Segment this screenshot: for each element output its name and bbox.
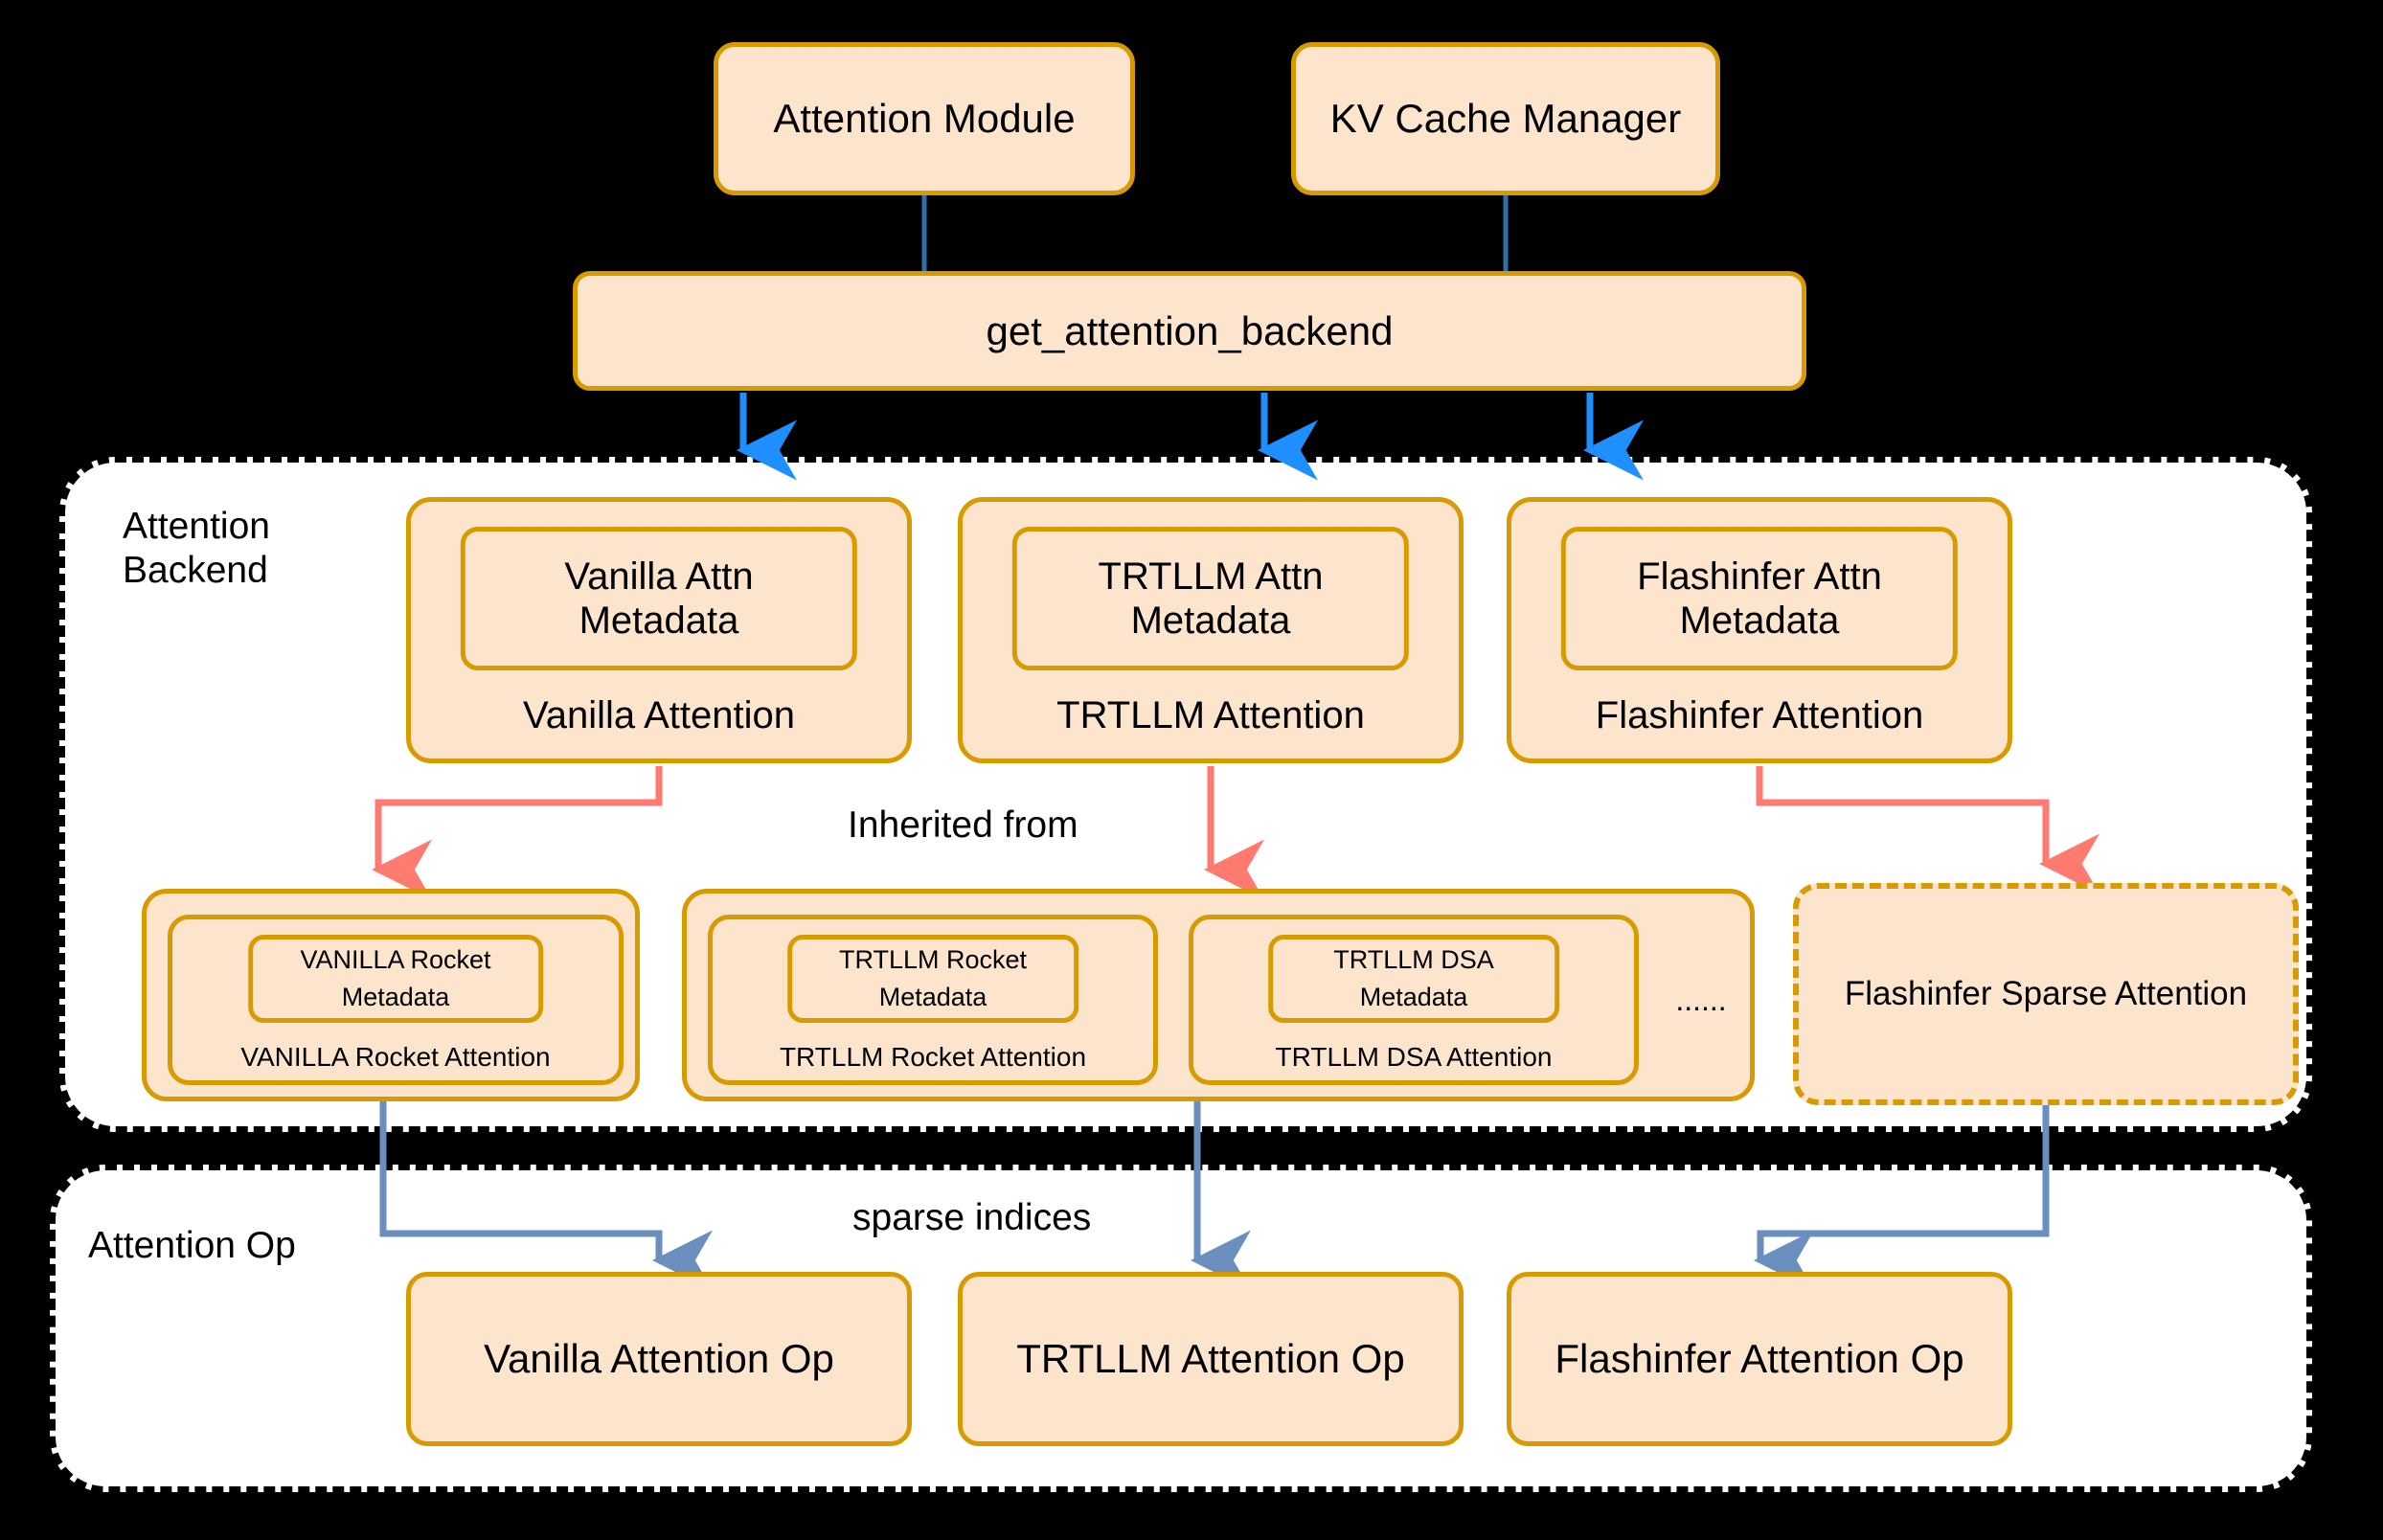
trtllm-attention-title: TRTLLM Attention <box>1056 694 1365 736</box>
get-attention-backend-box[interactable]: get_attention_backend <box>573 271 1806 391</box>
trtllm-attn-metadata-box: TRTLLM Attn Metadata <box>1011 527 1410 670</box>
flashinfer-attention-title: Flashinfer Attention <box>1595 694 1924 736</box>
trtllm-attention-card[interactable]: TRTLLM Attn Metadata TRTLLM Attention <box>958 497 1464 763</box>
vanilla-sparse-group: VANILLA Rocket Metadata VANILLA Rocket A… <box>142 889 640 1101</box>
kv-cache-manager-box[interactable]: KV Cache Manager <box>1291 42 1720 195</box>
trtllm-dsa-metadata-line2: Metadata <box>1359 983 1468 1011</box>
vanilla-rocket-metadata-line2: Metadata <box>341 983 450 1011</box>
trtllm-rocket-attention-box[interactable]: TRTLLM Rocket Metadata TRTLLM Rocket Att… <box>708 915 1158 1085</box>
sparse-ellipsis-label: ...... <box>1675 982 1727 1017</box>
flashinfer-sparse-attention-box[interactable]: Flashinfer Sparse Attention <box>1793 883 2299 1105</box>
trtllm-rocket-metadata-line2: Metadata <box>878 983 987 1011</box>
trtllm-attention-op-box[interactable]: TRTLLM Attention Op <box>958 1272 1464 1446</box>
vanilla-attn-metadata-box: Vanilla Attn Metadata <box>460 527 858 670</box>
inherited-from-label: Inherited from <box>848 804 1078 846</box>
vanilla-rocket-attention-title: VANILLA Rocket Attention <box>240 1042 551 1072</box>
vanilla-attention-card[interactable]: Vanilla Attn Metadata Vanilla Attention <box>406 497 912 763</box>
vanilla-attention-title: Vanilla Attention <box>523 694 795 736</box>
trtllm-rocket-metadata-box: TRTLLM Rocket Metadata <box>787 935 1078 1023</box>
vanilla-rocket-metadata-line1: VANILLA Rocket <box>300 944 491 974</box>
trtllm-dsa-metadata-line1: TRTLLM DSA <box>1333 944 1494 974</box>
attention-backend-label: Attention Backend <box>123 506 270 592</box>
vanilla-rocket-metadata-box: VANILLA Rocket Metadata <box>248 935 543 1023</box>
attention-module-box[interactable]: Attention Module <box>714 42 1135 195</box>
attention-op-label: Attention Op <box>88 1225 296 1266</box>
flashinfer-attention-card[interactable]: Flashinfer Attn Metadata Flashinfer Atte… <box>1507 497 2012 763</box>
vanilla-rocket-attention-box[interactable]: VANILLA Rocket Metadata VANILLA Rocket A… <box>168 915 624 1085</box>
sparse-indices-label: sparse indices <box>852 1197 1092 1238</box>
trtllm-dsa-attention-box[interactable]: TRTLLM DSA Metadata TRTLLM DSA Attention <box>1189 915 1639 1085</box>
trtllm-dsa-metadata-box: TRTLLM DSA Metadata <box>1268 935 1559 1023</box>
trtllm-dsa-attention-title: TRTLLM DSA Attention <box>1275 1042 1553 1072</box>
trtllm-rocket-metadata-line1: TRTLLM Rocket <box>838 944 1028 974</box>
flashinfer-attention-op-box[interactable]: Flashinfer Attention Op <box>1507 1272 2012 1446</box>
flashinfer-attn-metadata-box: Flashinfer Attn Metadata <box>1560 527 1959 670</box>
trtllm-sparse-group: TRTLLM Rocket Metadata TRTLLM Rocket Att… <box>682 889 1755 1101</box>
trtllm-rocket-attention-title: TRTLLM Rocket Attention <box>779 1042 1087 1072</box>
vanilla-attention-op-box[interactable]: Vanilla Attention Op <box>406 1272 912 1446</box>
